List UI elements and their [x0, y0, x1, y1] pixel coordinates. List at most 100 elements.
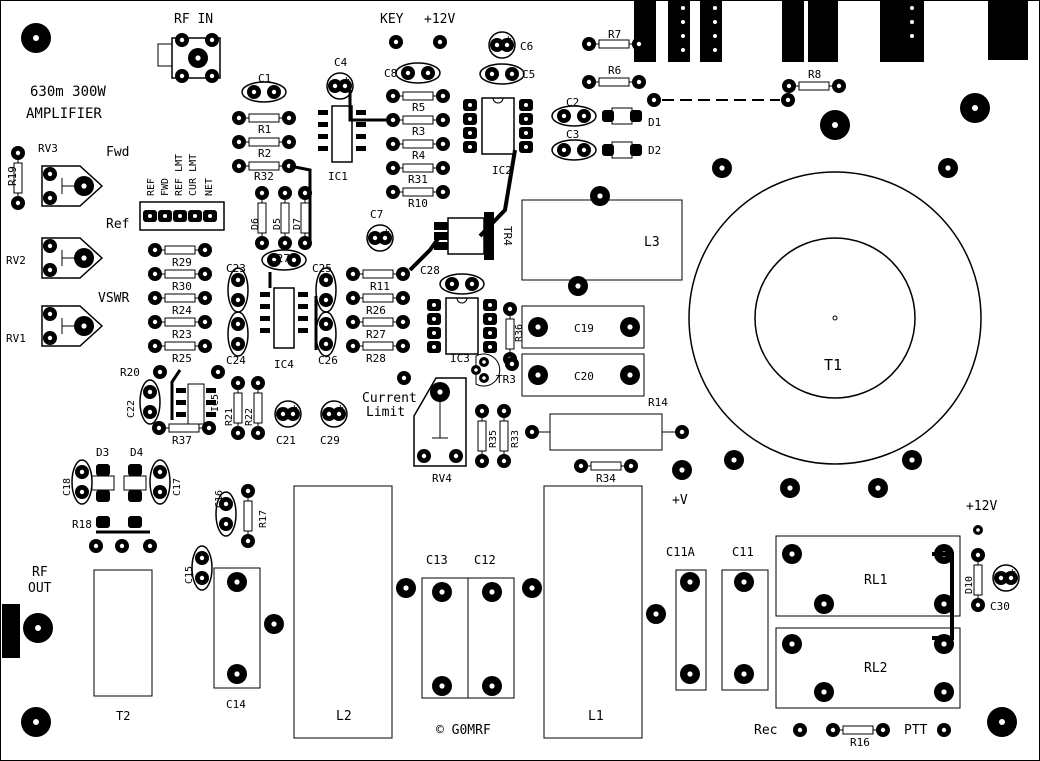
- ic3-label: IC3: [450, 352, 470, 365]
- r23-label: R23: [172, 328, 192, 341]
- c18-label: C18: [62, 478, 73, 496]
- c20-capacitor: [521, 353, 645, 397]
- l2-inductor: [264, 485, 416, 739]
- r18-label: R18: [72, 518, 92, 531]
- header-cur-lmt: CUR LMT: [188, 154, 199, 196]
- r20-label: R20: [120, 366, 140, 379]
- rf-in-connector: [157, 33, 221, 83]
- test-header: REF FWD REF LMT CUR LMT NET: [139, 154, 225, 231]
- c19-capacitor: [521, 305, 645, 349]
- c4-label: C4: [334, 56, 348, 69]
- c7-label: C7: [370, 208, 383, 221]
- l1-label: L1: [588, 709, 604, 724]
- ic2-label: IC2: [492, 164, 512, 177]
- t2-label: T2: [116, 709, 130, 723]
- c16-label: C16: [214, 490, 225, 508]
- rl2-relay: [775, 627, 961, 709]
- r21-label: R21: [224, 408, 235, 426]
- rv1-label: RV1: [6, 332, 26, 345]
- r5-label: R5: [412, 101, 425, 114]
- d6-label: D6: [250, 218, 261, 230]
- d10-label: D10: [964, 576, 975, 594]
- c17-label: C17: [172, 478, 183, 496]
- header-net: NET: [204, 178, 215, 196]
- ptt-label: PTT: [904, 723, 928, 738]
- ic5-label: IC5: [210, 394, 221, 412]
- c11-label: C11: [732, 545, 754, 559]
- r14-resistor: [525, 413, 689, 451]
- ic4-label: IC4: [274, 358, 294, 371]
- rf-out-label-2: OUT: [28, 581, 52, 596]
- l3-inductor: [521, 186, 683, 296]
- header-ref: REF: [146, 178, 157, 196]
- l3-label: L3: [644, 235, 660, 250]
- r32-label: R32: [254, 170, 274, 183]
- r17-label: R17: [258, 510, 269, 528]
- limit-label: Limit: [366, 405, 405, 420]
- r25-label: R25: [172, 352, 192, 365]
- r26-label: R26: [366, 304, 386, 317]
- rv3-label: RV3: [38, 142, 58, 155]
- rec-label: Rec: [754, 723, 777, 738]
- t1-toroid: [688, 158, 982, 498]
- ic1-label: IC1: [328, 170, 348, 183]
- r4-label: R4: [412, 149, 426, 162]
- r31-label: R31: [408, 173, 428, 186]
- c27-label: C27: [270, 252, 290, 265]
- d7-label: D7: [292, 218, 303, 230]
- r24-label: R24: [172, 304, 192, 317]
- r6-label: R6: [608, 64, 621, 77]
- r2-label: R2: [258, 147, 271, 160]
- r30-label: R30: [172, 280, 192, 293]
- r8-label: R8: [808, 68, 821, 81]
- r28-label: R28: [366, 352, 386, 365]
- d5-label: D5: [272, 218, 283, 230]
- r19-label: R19: [6, 166, 19, 186]
- r11-label: R11: [370, 280, 390, 293]
- c25-label: C25: [312, 262, 332, 275]
- c19-label: C19: [574, 322, 594, 335]
- d4-label: D4: [130, 446, 144, 459]
- current-label: Current: [362, 391, 417, 406]
- c26-label: C26: [318, 354, 338, 367]
- vswr-label: VSWR: [98, 291, 129, 306]
- c12-label: C12: [474, 553, 496, 567]
- c15-label: C15: [184, 566, 195, 584]
- tr4-label: TR4: [501, 226, 514, 246]
- c23-label: C23: [226, 262, 246, 275]
- plus-v-label: +V: [672, 493, 688, 508]
- r35-label: R35: [488, 430, 499, 448]
- r16-label: R16: [850, 736, 870, 749]
- r10-label: R10: [408, 197, 428, 210]
- d1-label: D1: [648, 116, 661, 129]
- ref-label: Ref: [106, 217, 129, 232]
- c29-label: C29: [320, 434, 340, 447]
- rl1-relay: [775, 535, 961, 617]
- key-label: KEY: [380, 12, 404, 27]
- header-fwd: FWD: [160, 178, 171, 196]
- rl2-label: RL2: [864, 661, 887, 676]
- c2-label: C2: [566, 96, 579, 109]
- r1-label: R1: [258, 123, 271, 136]
- r27-label: R27: [366, 328, 386, 341]
- c14-capacitor: [213, 567, 261, 689]
- rf-out-label-1: RF: [32, 565, 48, 580]
- r3-label: R3: [412, 125, 425, 138]
- r29-label: R29: [172, 256, 192, 269]
- board-title-line2: AMPLIFIER: [26, 106, 102, 122]
- fwd-label: Fwd: [106, 145, 129, 160]
- r36-label: R36: [514, 324, 525, 342]
- r9-label: R9: [808, 30, 821, 43]
- tr3-label: TR3: [496, 373, 516, 386]
- c28-label: C28: [420, 264, 440, 277]
- l1-inductor: [522, 485, 666, 739]
- d3-label: D3: [96, 446, 109, 459]
- rf-in-label: RF IN: [174, 12, 213, 27]
- r34-label: R34: [596, 472, 616, 485]
- c21-label: C21: [276, 434, 296, 447]
- t2-transformer: [93, 569, 153, 697]
- l2-label: L2: [336, 709, 352, 724]
- c22-label: C22: [126, 400, 137, 418]
- c13-label: C13: [426, 553, 448, 567]
